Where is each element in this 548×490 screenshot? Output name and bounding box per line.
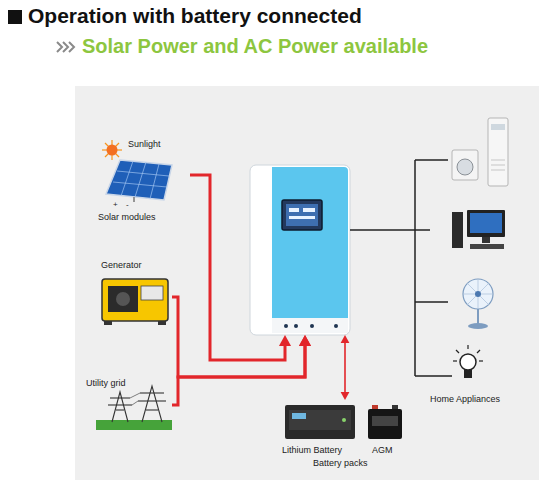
terminal-mark: -: [126, 200, 129, 209]
home-appliances: Home Appliances: [430, 112, 525, 412]
source-label: Generator: [101, 260, 142, 270]
connector: [350, 230, 430, 231]
connector: [190, 175, 291, 360]
fan-icon: [463, 279, 493, 329]
bulb-icon: [453, 345, 483, 378]
inverter-icon: [250, 165, 350, 335]
generator-icon: [102, 279, 168, 325]
battery-label: AGM: [372, 445, 393, 455]
source-label: Utility grid: [86, 378, 126, 388]
subtitle: Solar Power and AC Power available: [82, 35, 428, 58]
air-conditioner-icon: [452, 118, 508, 186]
source-label: Solar modules: [98, 212, 156, 222]
computer-icon: [452, 210, 505, 249]
sunlight-label: Sunlight: [128, 139, 161, 149]
chevrons: [57, 42, 74, 52]
solar-panel: [106, 160, 172, 202]
connector: [172, 335, 311, 405]
battery-packs: Lithium Battery AGM Battery packs: [280, 400, 408, 470]
connector: [172, 297, 311, 377]
solar-source: SunlightSolar modules: [95, 135, 190, 225]
sun-icon: [102, 140, 122, 160]
title-bullet: [8, 10, 22, 24]
inverter: [250, 165, 350, 335]
battery-icons: [285, 405, 402, 439]
group-label: Battery packs: [313, 458, 368, 468]
grid-source: Utility grid: [80, 376, 172, 434]
group-label: Home Appliances: [430, 394, 500, 404]
appliance-wiring: [415, 160, 452, 376]
generator-source: Generator: [95, 258, 172, 328]
terminal-mark: +: [113, 200, 118, 209]
utility-grid-icon: [96, 386, 172, 430]
battery-label: Lithium Battery: [282, 445, 342, 455]
diagram-title: Operation with battery connected: [28, 4, 362, 28]
connector: [341, 335, 350, 400]
panel-ground: [75, 86, 539, 480]
